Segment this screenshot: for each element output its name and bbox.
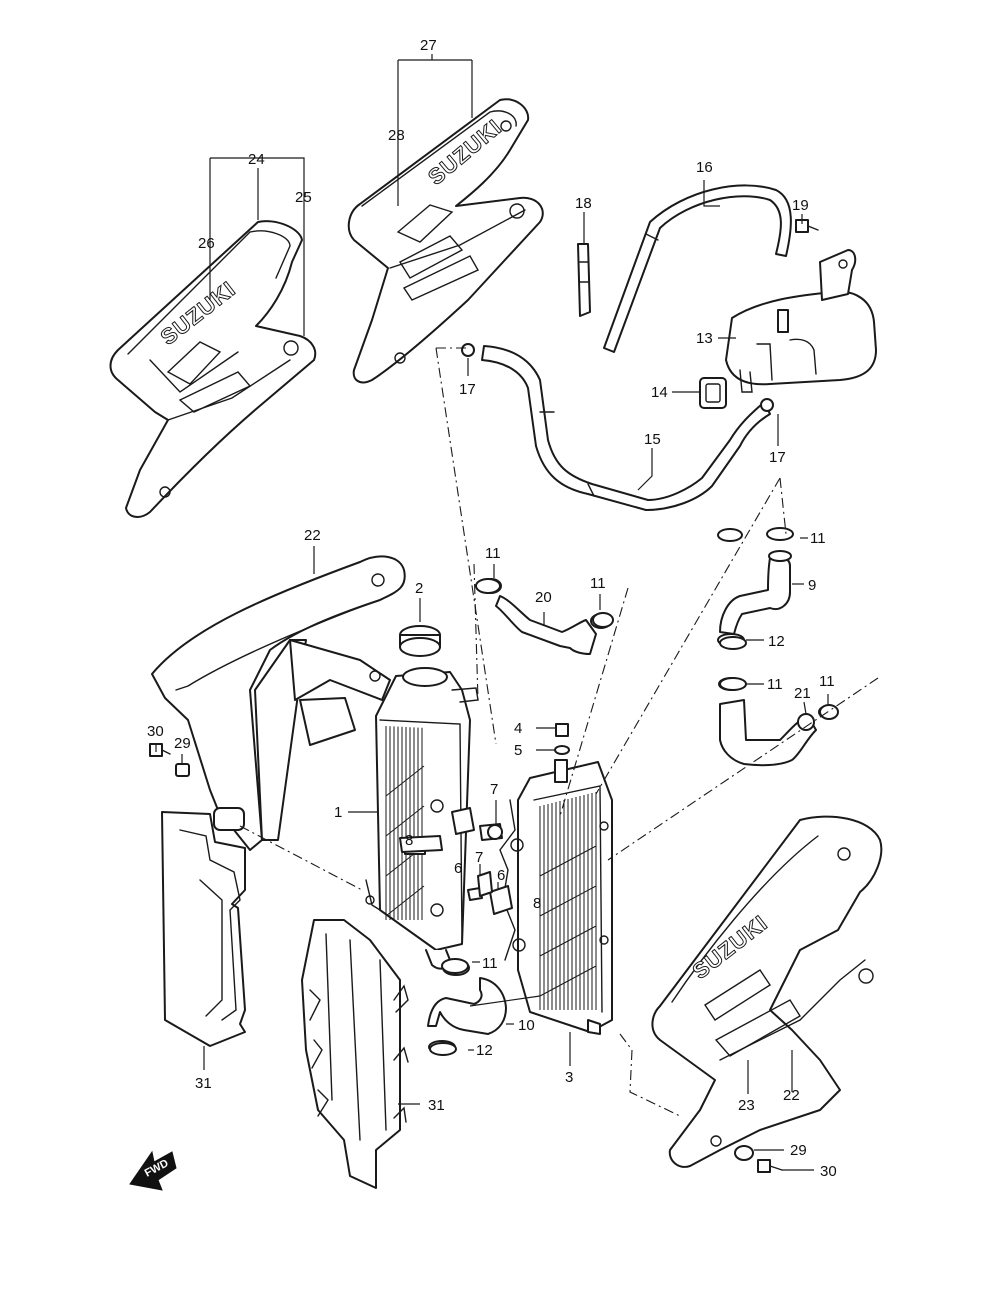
callout-18: 18 bbox=[575, 195, 592, 212]
callout-11-d: 11 bbox=[767, 676, 783, 693]
callout-7-lower: 7 bbox=[475, 849, 483, 866]
callout-11-b: 11 bbox=[485, 545, 501, 562]
leader-lines bbox=[155, 54, 829, 1171]
callout-11-c: 11 bbox=[590, 575, 606, 592]
grommet-14 bbox=[699, 377, 727, 409]
radiator-cap-2 bbox=[399, 625, 441, 657]
callout-labels: 27 28 24 25 26 16 19 18 13 14 17 15 17 2… bbox=[147, 37, 837, 1180]
right-radiator-shroud: SUZUKI bbox=[651, 815, 883, 1168]
washer-5 bbox=[554, 745, 570, 755]
callout-17-left: 17 bbox=[459, 381, 476, 398]
callout-5: 5 bbox=[514, 742, 522, 759]
callout-1: 1 bbox=[334, 804, 342, 821]
callout-31-right: 31 bbox=[428, 1097, 445, 1114]
callout-6-left: 6 bbox=[454, 860, 462, 877]
hose-9 bbox=[717, 528, 792, 647]
callout-12-a: 12 bbox=[768, 633, 785, 650]
radiator-right-core-hatch bbox=[539, 792, 597, 1010]
callout-23: 23 bbox=[738, 1097, 755, 1114]
radiator-guard-22-left bbox=[151, 555, 406, 851]
callout-27: 27 bbox=[420, 37, 437, 54]
reservoir-tank bbox=[725, 249, 877, 393]
callout-30-right: 30 bbox=[820, 1163, 837, 1180]
bolt-30-left bbox=[149, 743, 171, 757]
callout-31-left: 31 bbox=[195, 1075, 212, 1092]
callout-8-left: 8 bbox=[405, 832, 413, 849]
callout-17-right: 17 bbox=[769, 449, 786, 466]
callout-29-right: 29 bbox=[790, 1142, 807, 1159]
callout-3: 3 bbox=[565, 1069, 573, 1086]
bolt-19 bbox=[795, 219, 819, 233]
callout-22-upper: 22 bbox=[304, 527, 321, 544]
callout-25: 25 bbox=[295, 189, 312, 206]
callout-22-lower: 22 bbox=[783, 1087, 800, 1104]
grommet-left bbox=[213, 807, 245, 831]
radiator-shield-31-right bbox=[301, 919, 409, 1189]
assembly-lines bbox=[239, 347, 879, 1117]
callout-28: 28 bbox=[388, 127, 405, 144]
callout-20: 20 bbox=[535, 589, 552, 606]
callout-30-left: 30 bbox=[147, 723, 164, 740]
callout-29-left: 29 bbox=[174, 735, 191, 752]
mount-hardware-lower bbox=[467, 871, 513, 915]
hose-10 bbox=[427, 960, 507, 1054]
collar-29-left bbox=[175, 763, 190, 777]
callout-2: 2 bbox=[415, 580, 423, 597]
upper-radiator-shroud: SUZUKI bbox=[347, 98, 544, 384]
radiator-left-core-hatch bbox=[385, 726, 425, 920]
callout-16: 16 bbox=[696, 159, 713, 176]
collar-29-right bbox=[734, 1145, 754, 1161]
bolt-30-right bbox=[757, 1159, 783, 1173]
callout-11-f: 11 bbox=[482, 955, 498, 972]
callout-13: 13 bbox=[696, 330, 713, 347]
callout-8-right: 8 bbox=[533, 895, 541, 912]
callout-12-b: 12 bbox=[476, 1042, 493, 1059]
callout-11-e: 11 bbox=[819, 673, 835, 690]
callout-7-upper: 7 bbox=[490, 781, 498, 798]
hose-clip-18 bbox=[577, 243, 591, 317]
bolt-4 bbox=[555, 723, 569, 737]
callout-10: 10 bbox=[518, 1017, 535, 1034]
callout-15: 15 bbox=[644, 431, 661, 448]
callout-4: 4 bbox=[514, 720, 522, 737]
radiator-right-3 bbox=[499, 759, 613, 1035]
callout-14: 14 bbox=[651, 384, 668, 401]
callout-19: 19 bbox=[792, 197, 809, 214]
callout-24: 24 bbox=[248, 151, 265, 168]
fwd-arrow-icon: FWD bbox=[129, 1150, 177, 1191]
overflow-hose-16 bbox=[603, 184, 792, 353]
callout-6-right: 6 bbox=[497, 867, 505, 884]
reservoir-hose-15 bbox=[461, 343, 774, 511]
left-radiator-shroud: SUZUKI bbox=[109, 220, 317, 518]
radiator-shield-31-left bbox=[161, 811, 246, 1047]
mount-hardware-upper bbox=[399, 807, 503, 853]
callout-26: 26 bbox=[198, 235, 215, 252]
callout-11-a: 11 bbox=[810, 530, 826, 547]
callout-21: 21 bbox=[794, 685, 811, 702]
radiator-left-1 bbox=[365, 667, 479, 970]
clamps bbox=[429, 527, 839, 1056]
callout-9: 9 bbox=[808, 577, 816, 594]
